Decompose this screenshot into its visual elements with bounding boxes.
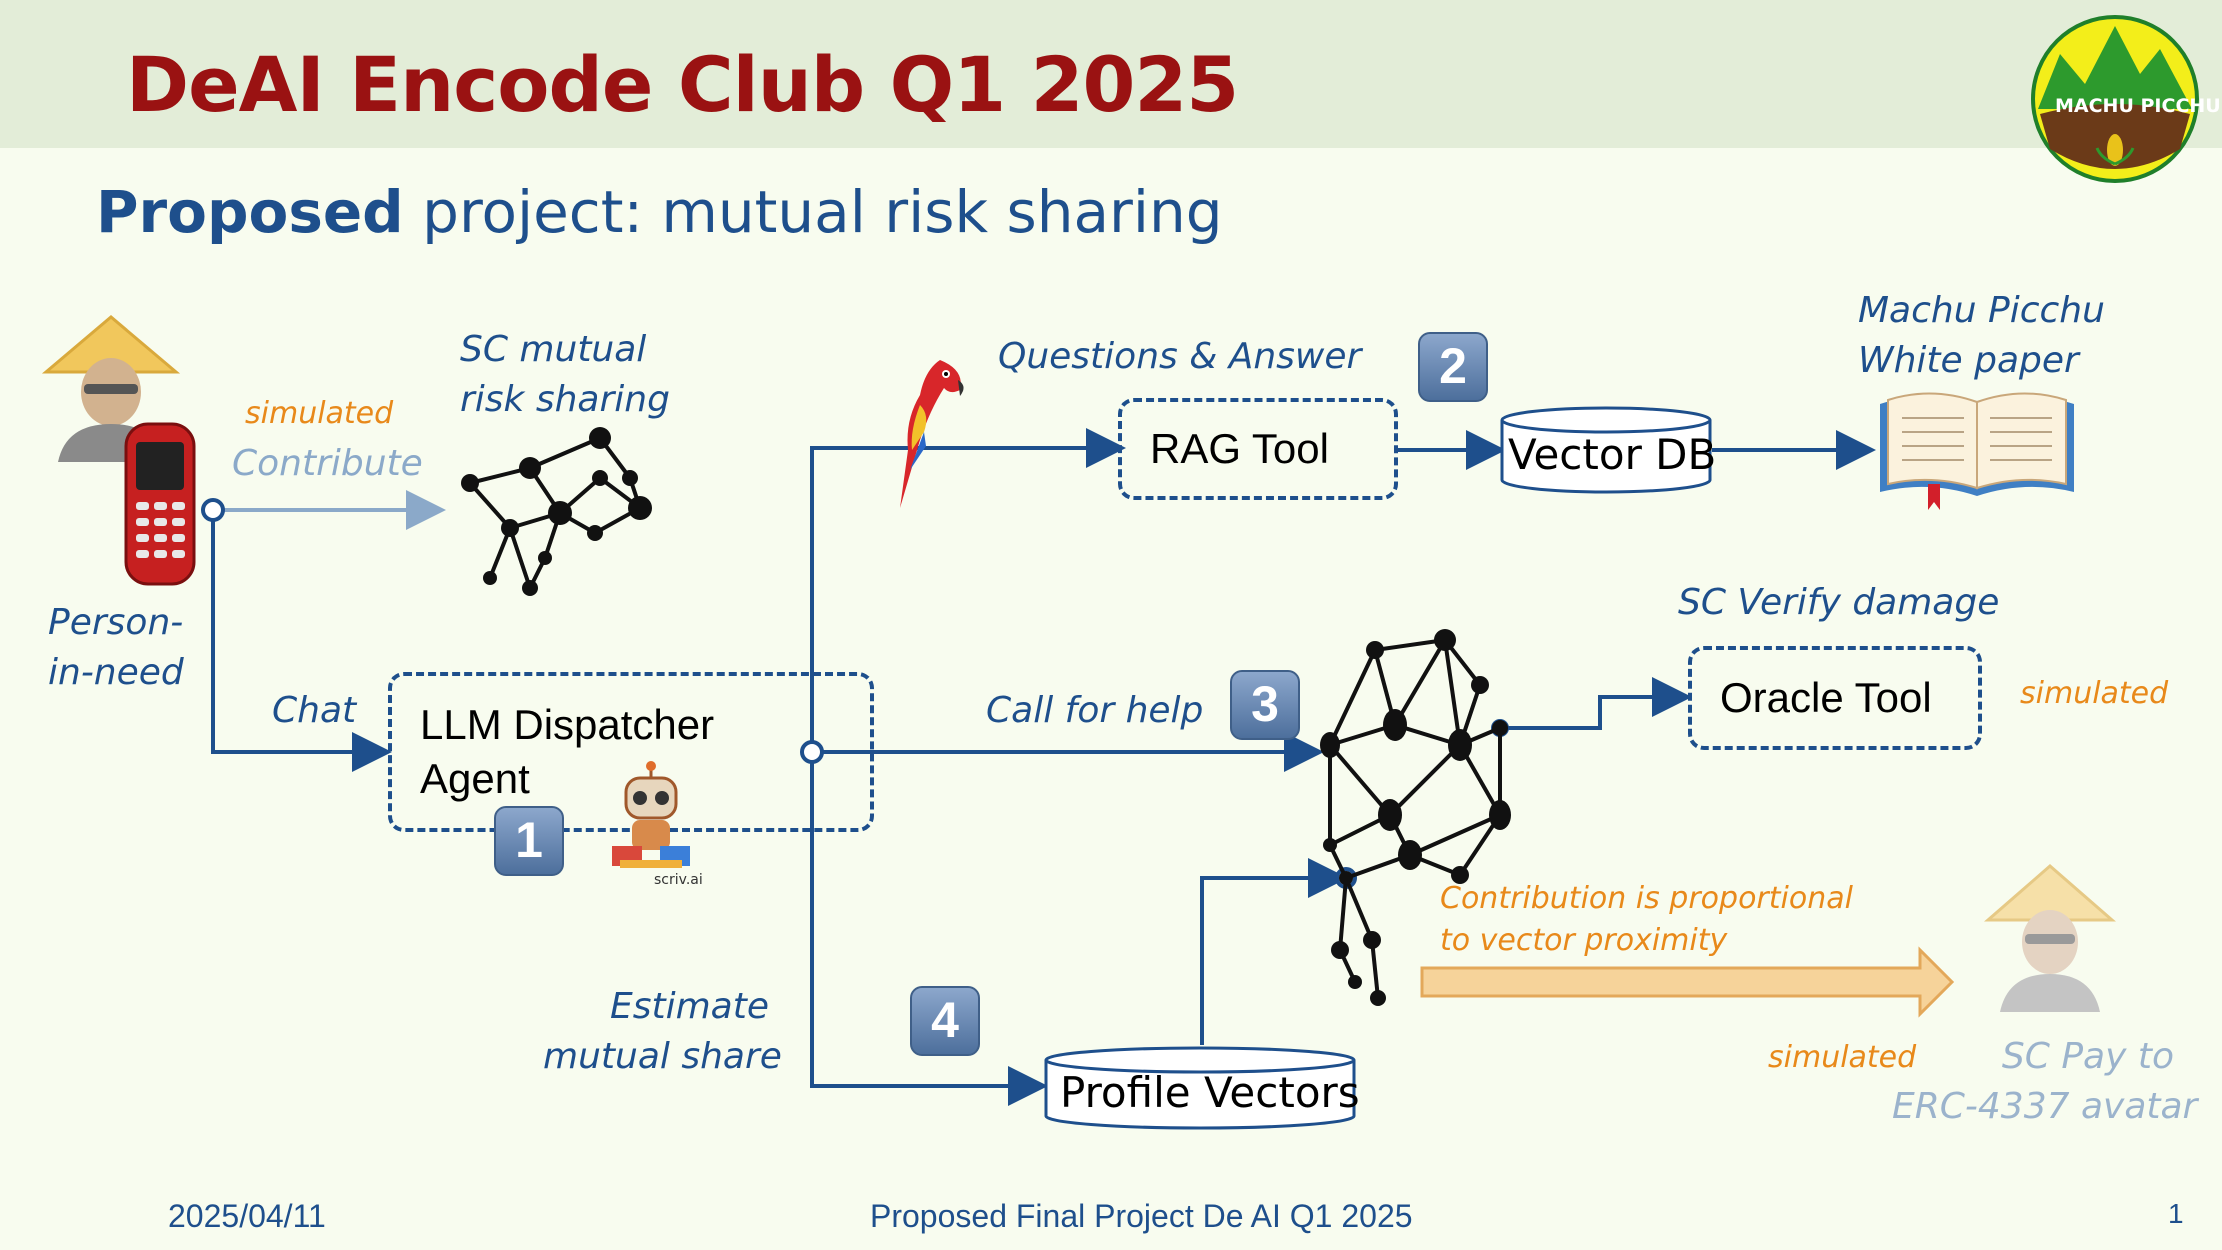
white-paper-label: Machu Picchu White paper	[1858, 290, 2105, 381]
simulated-label-contribute: simulated	[245, 396, 394, 431]
subtitle-rest: project: mutual risk sharing	[403, 178, 1223, 246]
robot-agent-icon	[612, 761, 690, 868]
vector-db-label[interactable]: Vector DB	[1508, 430, 1717, 479]
footer-title: Proposed Final Project De AI Q1 2025	[870, 1198, 1413, 1234]
dispatcher-node	[800, 740, 824, 764]
simulated-label-oracle: simulated	[2020, 676, 2169, 711]
profile-vectors-cylinder	[1044, 1046, 1356, 1130]
mobile-phone-icon	[124, 422, 196, 586]
step-badge-3: 3	[1230, 670, 1300, 740]
chat-connector	[211, 510, 392, 772]
page-title: DeAI Encode Club Q1 2025	[126, 40, 1239, 129]
subtitle: Proposed project: mutual risk sharing	[96, 178, 1223, 246]
open-book-icon	[1880, 392, 2074, 510]
chat-label: Chat	[272, 690, 357, 731]
profile-vectors-label[interactable]: Profile Vectors	[1060, 1068, 1360, 1117]
footer-date: 2025/04/11	[168, 1198, 326, 1234]
parrot-icon	[900, 360, 964, 508]
llm-dispatcher-agent-box[interactable]: LLM Dispatcher Agent	[388, 672, 874, 832]
scriv-label: scriv.ai	[654, 872, 703, 888]
logo-text: MACHU PICCHU	[2055, 95, 2221, 117]
payee-avatar-icon	[1983, 864, 2117, 1012]
call-for-help-label: Call for help	[986, 690, 1204, 731]
estimate-connector	[810, 752, 1048, 1106]
person-in-need-icon	[41, 315, 181, 462]
sc-mutual-label: SC mutual risk sharing	[460, 329, 670, 420]
step-badge-4: 4	[910, 986, 980, 1056]
sc-pay-label: SC Pay to ERC-4337 avatar	[1892, 1036, 2198, 1127]
qa-connector	[810, 428, 1126, 752]
vector-db-cylinder	[1500, 406, 1712, 494]
subtitle-bold: Proposed	[96, 178, 404, 246]
person-in-need-label: Person- in-need	[48, 602, 184, 693]
step-badge-1: 1	[494, 806, 564, 876]
profile-to-network-connector	[1200, 858, 1348, 1045]
contribution-note-label: Contribution is proportional to vector p…	[1440, 881, 1853, 958]
machu-picchu-logo	[2031, 15, 2199, 183]
phone-node	[201, 498, 225, 522]
risk-sharing-network-icon	[461, 427, 652, 596]
rag-tool-box[interactable]: RAG Tool	[1118, 398, 1398, 500]
simulated-label-pay: simulated	[1768, 1040, 1917, 1075]
questions-answer-label: Questions & Answer	[998, 336, 1362, 377]
estimate-mutual-share-label: Estimate mutual share	[543, 986, 782, 1077]
network-to-oracle-connector	[1500, 677, 1692, 730]
mutual-network-icon	[1320, 629, 1511, 1006]
step-badge-2: 2	[1418, 332, 1488, 402]
header-band	[0, 0, 2222, 148]
sc-verify-label: SC Verify damage	[1678, 582, 2000, 623]
proportional-arrow	[1420, 946, 1955, 1018]
page-number: 1	[2168, 1198, 2184, 1229]
oracle-tool-box[interactable]: Oracle Tool	[1688, 646, 1982, 750]
contribute-label: Contribute	[232, 443, 423, 484]
